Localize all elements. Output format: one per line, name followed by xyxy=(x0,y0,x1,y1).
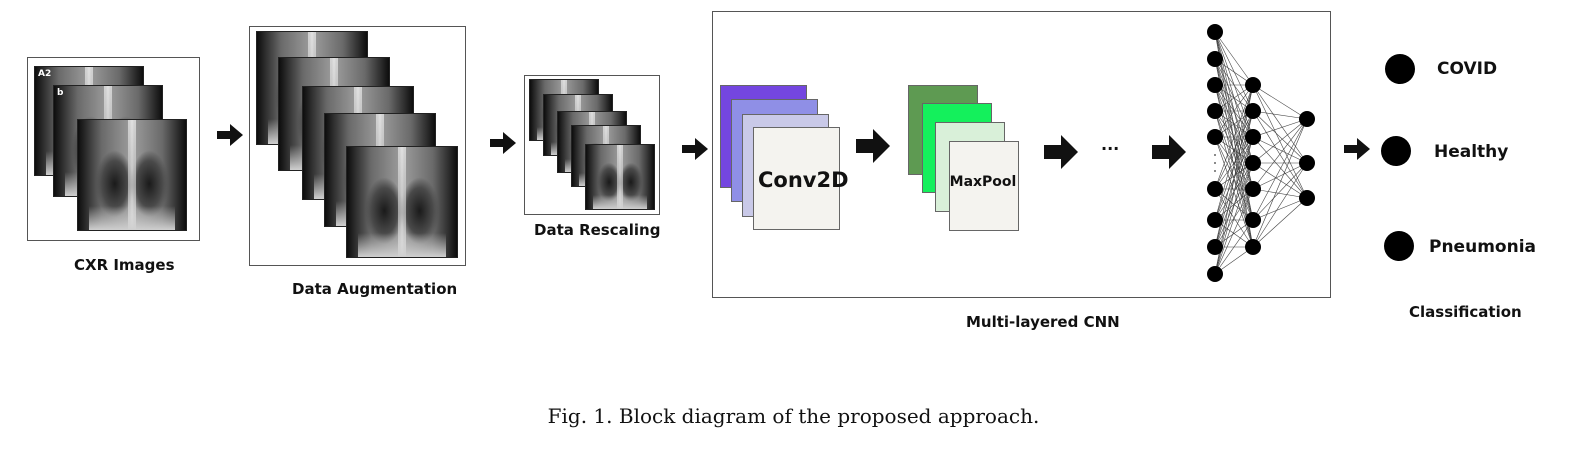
maxpool-label: MaxPool xyxy=(949,174,1017,190)
network-node xyxy=(1245,239,1261,255)
network-node xyxy=(1245,181,1261,197)
class-covid-dot xyxy=(1385,54,1415,84)
network-node xyxy=(1299,111,1315,127)
arrow-right-icon xyxy=(217,124,243,146)
cnn-label: Multi-layered CNN xyxy=(966,313,1120,331)
augmentation-label: Data Augmentation xyxy=(292,280,458,298)
figure-caption: Fig. 1. Block diagram of the proposed ap… xyxy=(547,404,1040,428)
network-node xyxy=(1207,212,1223,228)
rescaling-label: Data Rescaling xyxy=(534,221,661,239)
network-ellipsis-dot xyxy=(1214,170,1216,172)
arrow-right-icon xyxy=(856,129,890,163)
cxr-images-frame: A2 b xyxy=(27,57,200,241)
network-node xyxy=(1207,266,1223,282)
arrow-right-icon xyxy=(490,132,516,154)
network-node xyxy=(1245,77,1261,93)
class-pneumonia-dot xyxy=(1384,231,1414,261)
network-ellipsis-dot xyxy=(1214,154,1216,156)
network-node xyxy=(1245,129,1261,145)
network-node xyxy=(1207,103,1223,119)
class-healthy-label: Healthy xyxy=(1434,142,1509,162)
cnn-ellipsis: ··· xyxy=(1101,139,1120,158)
network-node xyxy=(1245,103,1261,119)
network-node xyxy=(1207,129,1223,145)
fully-connected-network xyxy=(1207,24,1315,282)
augmented-image-5 xyxy=(346,146,458,258)
cxr-images-label: CXR Images xyxy=(74,256,175,274)
cxr-tag-a2: A2 xyxy=(38,69,52,79)
network-node xyxy=(1207,181,1223,197)
classification-label: Classification xyxy=(1409,303,1522,321)
network-node xyxy=(1299,155,1315,171)
conv-layer-4 xyxy=(753,127,840,230)
network-node xyxy=(1207,51,1223,67)
arrow-right-icon xyxy=(1044,135,1078,169)
network-node xyxy=(1245,155,1261,171)
network-node xyxy=(1245,212,1261,228)
network-ellipsis-dot xyxy=(1214,162,1216,164)
network-connections xyxy=(1214,31,1308,275)
conv2d-label: Conv2D xyxy=(758,168,849,192)
rescaled-image-5 xyxy=(585,144,655,210)
network-node xyxy=(1299,190,1315,206)
network-node xyxy=(1207,24,1223,40)
cxr-tag-b: b xyxy=(57,88,64,98)
class-covid-label: COVID xyxy=(1437,59,1498,79)
cxr-image-3 xyxy=(77,119,187,231)
arrow-right-icon xyxy=(682,138,708,160)
arrow-right-icon xyxy=(1344,138,1370,160)
augmentation-frame xyxy=(249,26,466,266)
network-node xyxy=(1207,239,1223,255)
class-healthy-dot xyxy=(1381,136,1411,166)
pool-layer-4 xyxy=(949,141,1019,231)
class-pneumonia-label: Pneumonia xyxy=(1429,237,1536,257)
rescaling-frame xyxy=(524,75,660,215)
network-node xyxy=(1207,77,1223,93)
arrow-right-icon xyxy=(1152,135,1186,169)
